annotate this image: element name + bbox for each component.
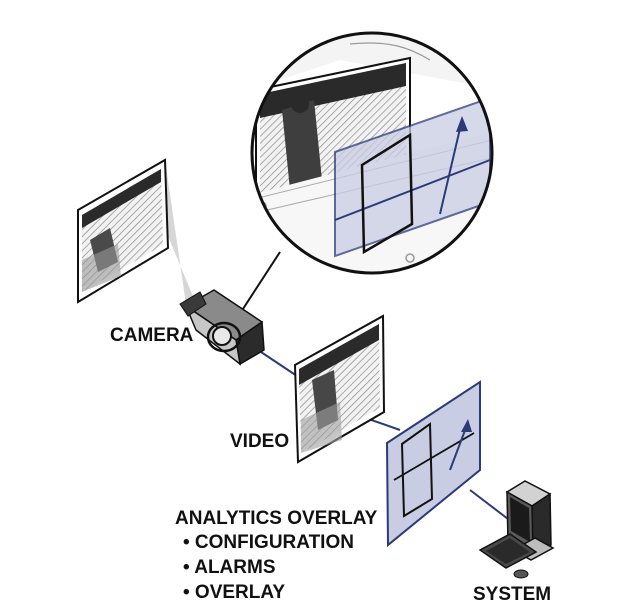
- video-label: VIDEO: [230, 431, 289, 452]
- camera-view-cone: [165, 160, 197, 318]
- camera-label: CAMERA: [110, 325, 194, 346]
- analytics-overlay-title: ANALYTICS OVERLAY: [175, 508, 378, 529]
- analytics-item-alarms: • ALARMS: [183, 557, 276, 578]
- overlay-to-system-link: [469, 489, 513, 523]
- system-computer-icon: [478, 480, 555, 579]
- magnifier-detail: [250, 31, 494, 275]
- camera-device: [179, 289, 265, 366]
- analytics-item-overlay: • OVERLAY: [183, 582, 285, 603]
- video-image-frame: [293, 314, 386, 464]
- analytics-item-configuration: • CONFIGURATION: [183, 532, 354, 553]
- system-label: SYSTEM: [473, 584, 551, 605]
- analytics-overlay-panel: [385, 380, 481, 548]
- camera-image-frame: [77, 158, 170, 304]
- camera-to-video-link: [257, 349, 301, 379]
